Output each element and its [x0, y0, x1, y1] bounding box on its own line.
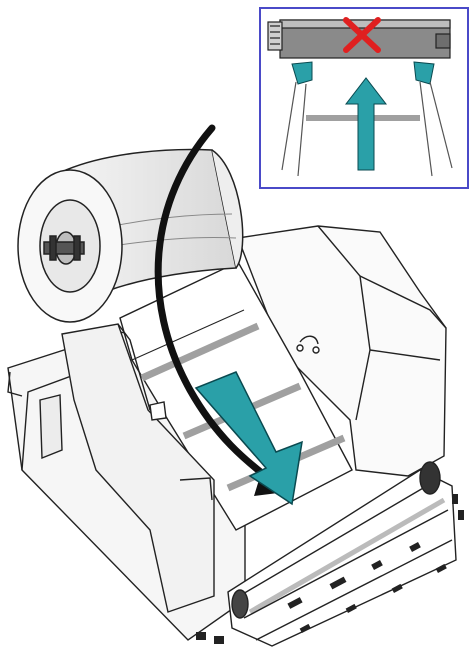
label-roll: [17, 148, 244, 323]
inset-panel: [259, 7, 469, 189]
guide-plate: [61, 323, 215, 613]
cross-icon: [343, 17, 381, 53]
print-mechanism: [227, 461, 457, 647]
roller-knob: [419, 461, 441, 495]
arrow-up-icon: [344, 77, 388, 171]
side-marks: [196, 494, 464, 644]
label-gap-band: [140, 322, 260, 382]
printer-cover: [237, 225, 447, 477]
feed-arrow-icon: [194, 371, 303, 506]
inset-clamps: [291, 61, 435, 85]
curved-arrow-icon: [154, 124, 280, 488]
